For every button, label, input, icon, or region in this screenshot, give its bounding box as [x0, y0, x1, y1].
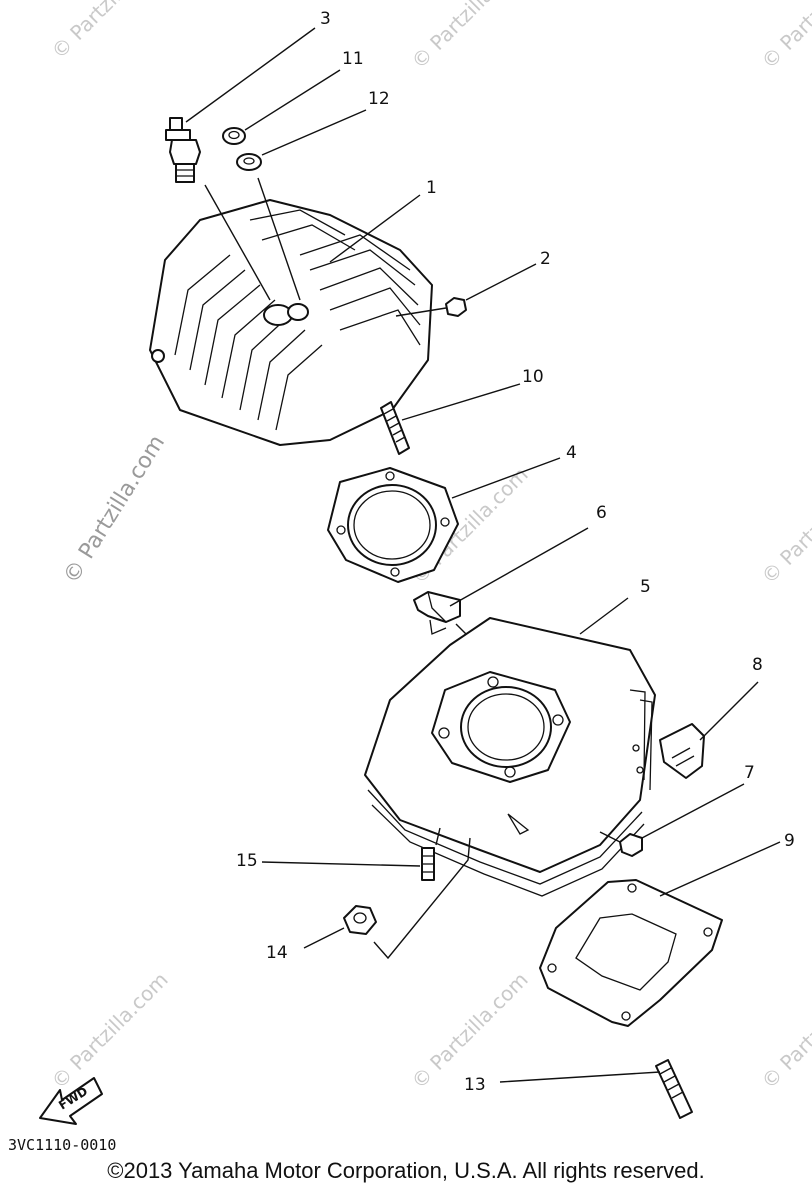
part-base-gasket	[539, 879, 723, 1027]
part-cap-nut	[445, 297, 467, 317]
watermark: © Partzilla.com	[757, 967, 812, 1093]
part-flange-nut	[343, 905, 377, 935]
callout-5: 5	[640, 577, 651, 597]
watermark: © Partzilla.com	[47, 967, 173, 1093]
callout-11: 11	[342, 49, 364, 69]
callout-3: 3	[320, 9, 331, 29]
callout-1: 1	[426, 178, 437, 198]
part-nut-7	[619, 833, 643, 857]
callout-10: 10	[522, 367, 544, 387]
callout-14: 14	[266, 943, 288, 963]
part-stud-bolt-15	[421, 847, 435, 881]
callout-12: 12	[368, 89, 390, 109]
part-washer	[236, 153, 262, 171]
diagram-code: 3VC1110-0010	[8, 1136, 116, 1154]
part-damper	[659, 723, 705, 779]
copyright-notice: ©2013 Yamaha Motor Corporation, U.S.A. A…	[107, 1158, 705, 1183]
callout-13: 13	[464, 1075, 486, 1095]
part-cylinder-head	[149, 199, 433, 446]
part-stud-bolt-10	[380, 401, 410, 455]
watermark: © Partzilla.com	[757, 0, 812, 74]
watermark: © Partzilla.com	[47, 0, 173, 64]
callout-8: 8	[752, 655, 763, 675]
part-nut	[222, 127, 246, 145]
callout-15: 15	[236, 851, 258, 871]
callout-2: 2	[540, 249, 551, 269]
part-cylinder	[364, 617, 656, 897]
callouts: 3 11 12 1 2 10 4 6 5 8 7 9 15 14 13	[236, 9, 795, 1095]
watermark: © Partzilla.com	[757, 462, 812, 588]
watermark-main: © Partzilla.com	[59, 431, 170, 588]
callout-7: 7	[744, 763, 755, 783]
part-stud-bolt-13	[655, 1059, 693, 1119]
part-head-gasket	[327, 467, 459, 583]
part-spark-plug	[165, 117, 201, 183]
part-dowel-pin	[413, 591, 461, 635]
watermark: © Partzilla.com	[407, 0, 533, 74]
callout-9: 9	[784, 831, 795, 851]
callout-4: 4	[566, 443, 577, 463]
callout-6: 6	[596, 503, 607, 523]
